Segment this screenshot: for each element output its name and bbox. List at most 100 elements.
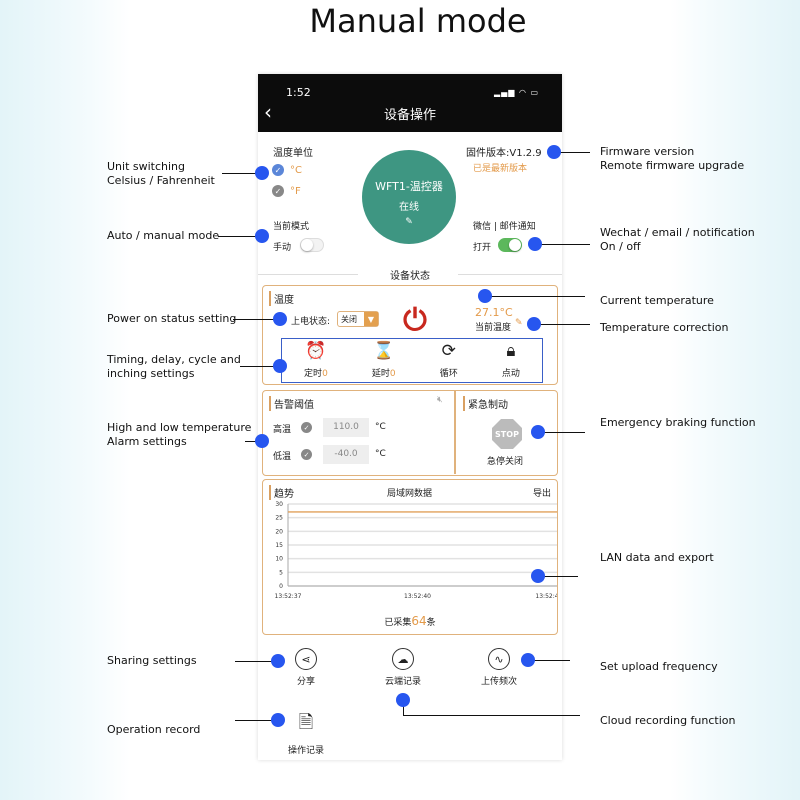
temp-header: 温度 (269, 291, 294, 306)
annotation-mode: Auto / manual mode (107, 229, 220, 242)
alarm-header: 告警阈值 (269, 396, 314, 411)
leader-line (528, 660, 570, 662)
mode-label: 当前模式 (273, 222, 310, 232)
marker-dot (273, 359, 287, 373)
header-title: 设备操作 (383, 108, 436, 123)
annotation-current: Current temperature (600, 294, 714, 307)
edit-icon[interactable]: ✎ (515, 318, 523, 328)
marker-dot (531, 425, 545, 439)
upload-frequency-button[interactable]: ∿ 上传频次 (469, 648, 529, 687)
annotation-upload: Set upload frequency (600, 660, 718, 673)
inching-button[interactable]: 🔒︎点动 (502, 341, 520, 380)
share-button[interactable]: ⋖分享 (286, 648, 326, 687)
page-title: Manual mode (309, 2, 527, 40)
check-icon[interactable]: ✓ (301, 422, 312, 433)
device-circle[interactable]: WFT1-温控器 在线 ✎ (362, 150, 456, 244)
marker-dot (271, 654, 285, 668)
export-button[interactable]: 导出 (533, 489, 552, 499)
hourglass-icon: ⌛ (373, 341, 395, 361)
alarm-clock-icon: ⏰ (305, 341, 327, 361)
marker-dot (255, 229, 269, 243)
leader-line (240, 366, 280, 368)
share-icon: ⋖ (295, 648, 317, 670)
timer-button[interactable]: ⏰ 定时0 (304, 341, 328, 380)
annotation-text: Unit switching (107, 160, 186, 173)
leader-line (245, 441, 262, 443)
function-label: 定时 (304, 369, 323, 379)
cloud-icon: ☁ (392, 648, 414, 670)
divider (458, 274, 562, 275)
annotation-correction: Temperature correction (600, 321, 729, 334)
back-icon[interactable]: ‹ (264, 100, 272, 124)
alarm-box: 告警阈值 🔇︎ 高温 ✓ 110.0 °C 低温 ✓ -40.0 °C 紧急制动… (262, 390, 558, 476)
device-name: WFT1-温控器 (375, 180, 443, 193)
leader-line (485, 296, 585, 298)
cycle-button[interactable]: ⟳循环 (440, 341, 458, 380)
upload-label: 上传频次 (480, 677, 517, 687)
firmware-status: 已是最新版本 (473, 164, 528, 174)
fahrenheit-option[interactable]: ✓ °F (272, 185, 301, 197)
unit-label: °C (375, 449, 386, 459)
celsius-option[interactable]: ✓ °C (272, 164, 302, 176)
leader-line (538, 576, 578, 578)
emergency-label: 急停关闭 (487, 457, 524, 467)
check-icon: ✓ (272, 164, 284, 176)
notify-toggle[interactable] (498, 238, 522, 252)
y-tick-label: 10 (275, 556, 283, 563)
power-select[interactable]: 关闭 ▼ (337, 311, 379, 327)
annotation-text: On / off (600, 240, 641, 253)
cloud-label: 云端记录 (384, 677, 421, 687)
record-label: 操作记录 (287, 746, 324, 756)
y-tick-label: 25 (275, 515, 283, 522)
collected-count: 已采集64条 (263, 614, 557, 628)
y-tick-label: 15 (275, 542, 283, 549)
function-bar: ⏰ 定时0 ⌛延时0 ⟳循环 🔒︎点动 (281, 338, 543, 383)
waveform-icon: ∿ (488, 648, 510, 670)
annotation-lan: LAN data and export (600, 551, 714, 564)
mode-toggle[interactable] (300, 238, 324, 252)
marker-dot (531, 569, 545, 583)
power-icon[interactable]: ⏻ (403, 302, 427, 338)
document-icon: 🗎 (298, 712, 314, 733)
high-temp-input[interactable]: 110.0 (323, 418, 369, 437)
function-count: 0 (322, 369, 328, 379)
annotation-power: Power on status setting (107, 312, 237, 325)
leader-line (222, 173, 262, 175)
cycle-icon: ⟳ (441, 341, 456, 361)
power-select-value: 关闭 (341, 315, 357, 324)
marker-dot (255, 166, 269, 180)
operation-record-button[interactable]: 🗎 操作记录 (280, 710, 332, 756)
low-label: 低温 (273, 452, 292, 462)
mode-value: 手动 (273, 243, 292, 253)
status-icons: ▂▄▆ ◠ ▭ (494, 88, 540, 97)
delay-button[interactable]: ⌛延时0 (372, 341, 396, 380)
trend-header: 趋势 (269, 485, 294, 500)
annotation-text: inching settings (107, 367, 195, 380)
divider (454, 391, 456, 474)
leader-line (233, 319, 280, 321)
mute-icon[interactable]: 🔇︎ (437, 395, 443, 405)
annotation-text: Alarm settings (107, 435, 187, 448)
lan-data-label: 局域网数据 (387, 489, 433, 499)
firmware-version: 固件版本:V1.2.9 (466, 148, 542, 159)
stop-button[interactable]: STOP (492, 419, 522, 449)
annotation-text: High and low temperature (107, 421, 252, 434)
high-label: 高温 (273, 425, 292, 435)
marker-dot (478, 289, 492, 303)
marker-dot (521, 653, 535, 667)
current-temp: 27.1°C (475, 306, 513, 319)
marker-dot (273, 312, 287, 326)
low-temp-input[interactable]: -40.0 (323, 445, 369, 464)
check-icon: ✓ (272, 185, 284, 197)
notify-label: 微信 | 邮件通知 (473, 222, 536, 232)
cloud-record-button[interactable]: ☁ 云端记录 (373, 648, 433, 687)
edit-icon[interactable]: ✎ (405, 217, 413, 227)
check-icon[interactable]: ✓ (301, 449, 312, 460)
annotation-text: Remote firmware upgrade (600, 159, 745, 172)
divider (258, 274, 358, 275)
